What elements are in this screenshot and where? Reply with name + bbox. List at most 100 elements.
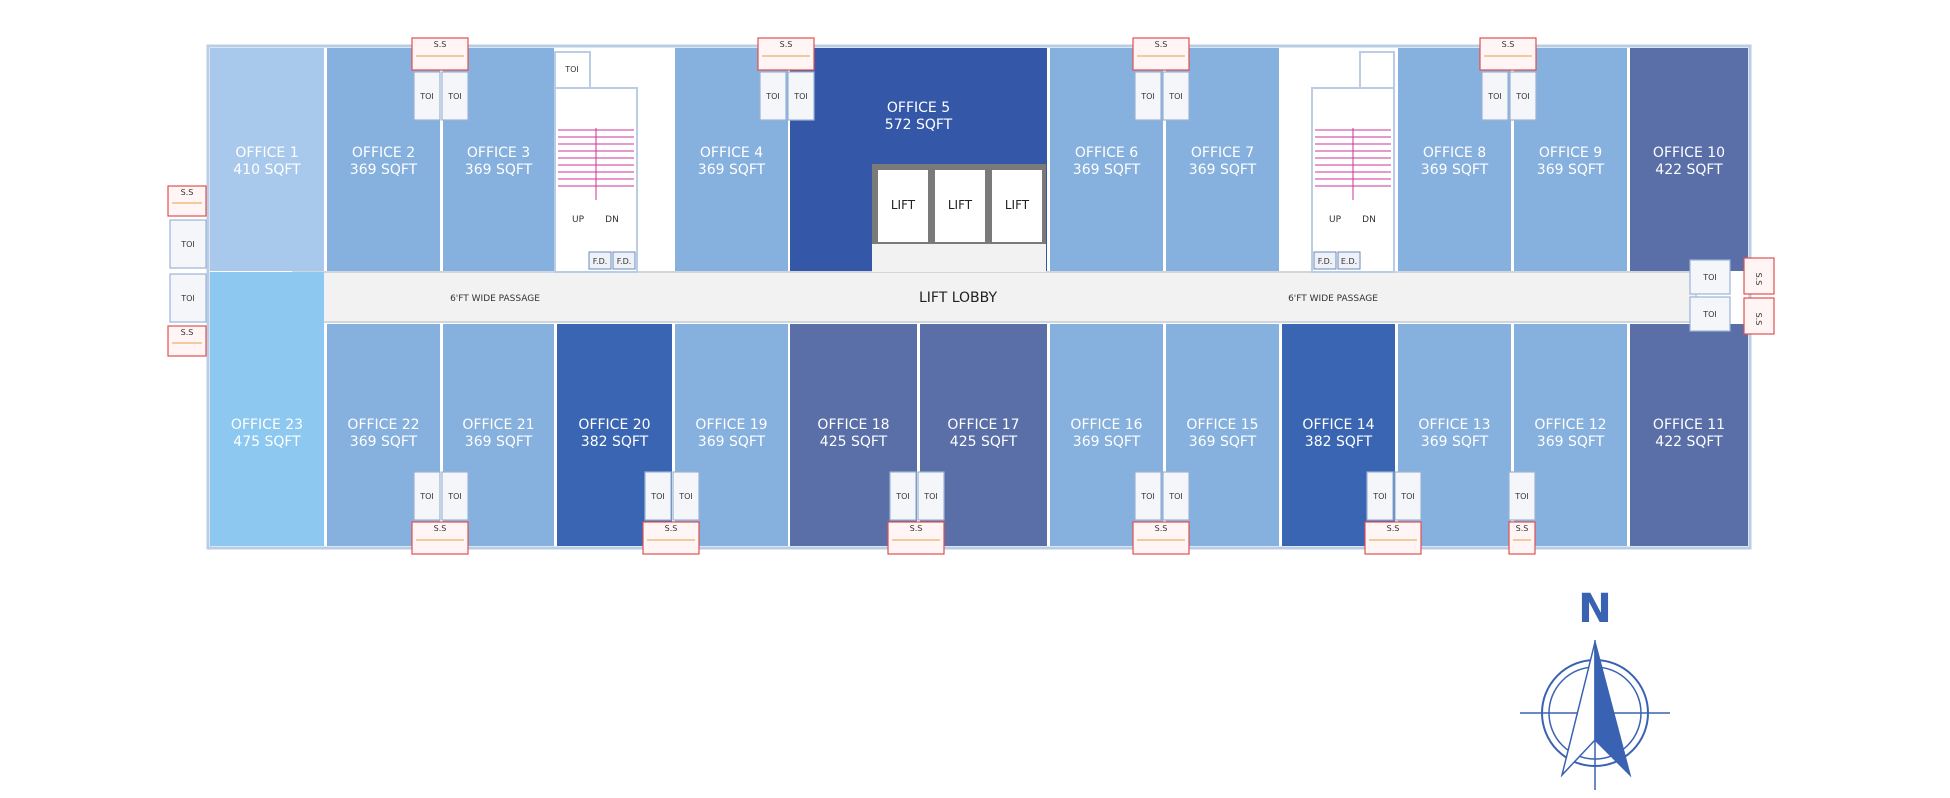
toilet: TOI: [1508, 471, 1536, 521]
shaft-box: [1743, 297, 1775, 335]
fire-duct-right-2: [1337, 251, 1361, 270]
toilet: TOI: [1134, 471, 1162, 521]
office-15-name: OFFICE 15: [1186, 417, 1258, 433]
toilet-label: TOI: [180, 294, 195, 303]
office-9-area-label: 369 SQFT: [1537, 162, 1605, 178]
shaft-box: [411, 521, 469, 555]
office-19-name: OFFICE 19: [695, 417, 767, 433]
shaft-box: [757, 37, 815, 71]
toilet-box: [1162, 471, 1190, 521]
shaft-label: S.S: [434, 40, 447, 49]
office-23-area[interactable]: [210, 272, 324, 546]
toilet: TOI: [441, 71, 469, 121]
toilet-label: TOI: [1168, 92, 1183, 101]
office-22-name: OFFICE 22: [347, 417, 419, 433]
shaft: S.S: [1508, 521, 1536, 555]
toilet-label: TOI: [1487, 92, 1502, 101]
lift-3[interactable]: [992, 170, 1042, 242]
toilet: TOI: [787, 71, 815, 121]
toilet: TOI: [672, 471, 700, 521]
office-16-area-label: 369 SQFT: [1073, 434, 1141, 450]
office-12-area-label: 369 SQFT: [1537, 434, 1605, 450]
staircase-right: UP DN F.D. E.D.: [1311, 51, 1395, 273]
office-5-name: OFFICE 5: [887, 100, 950, 116]
stair-left-top: [554, 51, 591, 89]
office-4-area-label: 369 SQFT: [698, 162, 766, 178]
shaft-box: [1132, 37, 1190, 71]
stair-left-down: DN: [605, 215, 619, 225]
toilet-box: [413, 471, 441, 521]
toilet: TOI: [1509, 71, 1537, 121]
office-21-name: OFFICE 21: [462, 417, 534, 433]
office-7-area-label: 369 SQFT: [1189, 162, 1257, 178]
toilet-box: [917, 471, 945, 521]
lift-1[interactable]: [878, 170, 928, 242]
shaft-box: [1132, 521, 1190, 555]
office-11-name: OFFICE 11: [1653, 417, 1725, 433]
lift-3-label: LIFT: [1005, 198, 1030, 212]
building-outline: [206, 44, 1752, 550]
shaft-box: [1364, 521, 1422, 555]
toilet-box: [1394, 471, 1422, 521]
toilet-label: TOI: [1702, 310, 1717, 319]
office-14-area-label: 382 SQFT: [1305, 434, 1373, 450]
toilet-label: TOI: [1515, 92, 1530, 101]
shaft: S.S: [1132, 37, 1190, 71]
office-12-name: OFFICE 12: [1534, 417, 1606, 433]
office-9-name: OFFICE 9: [1539, 145, 1602, 161]
office-18-area-label: 425 SQFT: [820, 434, 888, 450]
toilet-box: [1134, 471, 1162, 521]
toilet: TOI: [1689, 259, 1731, 295]
office-1-area[interactable]: [210, 48, 324, 271]
toilet: TOI: [644, 471, 672, 521]
toilet-box: [889, 471, 917, 521]
toilet: TOI: [413, 71, 441, 121]
toilet-box: [1689, 296, 1731, 332]
shaft-label: S.S: [434, 524, 447, 533]
stair-left-up: UP: [572, 215, 585, 225]
toilet-box: [413, 71, 441, 121]
shaft: S.S: [167, 185, 207, 217]
shaft-label: S.S: [1516, 524, 1529, 533]
toilet-box: [1134, 71, 1162, 121]
lift-2[interactable]: [935, 170, 985, 242]
toilet-box: [1509, 71, 1537, 121]
fire-duct-right-1-label: F.D.: [1318, 257, 1333, 266]
fire-duct-right-1: [1313, 251, 1337, 270]
stair-left-toilet-label: TOI: [564, 65, 579, 74]
office-23-area-label: 475 SQFT: [233, 434, 301, 450]
toilet-box: [1366, 471, 1394, 521]
toilet-label: TOI: [180, 240, 195, 249]
passage-label-right: 6'FT WIDE PASSAGE: [1288, 294, 1378, 304]
office-10-area[interactable]: [1630, 48, 1748, 271]
toilet-label: TOI: [1514, 492, 1529, 501]
toilet-box: [169, 219, 207, 269]
toilet: TOI: [1162, 471, 1190, 521]
lift-lobby-apron: [872, 244, 1046, 272]
stair-left-steps: [558, 128, 634, 200]
office-11-area[interactable]: [1630, 324, 1748, 546]
toilet-label: TOI: [765, 92, 780, 101]
shaft-box: [167, 185, 207, 217]
office-16-name: OFFICE 16: [1070, 417, 1142, 433]
shaft-label: S.S: [1155, 524, 1168, 533]
shaft-box: [411, 37, 469, 71]
shaft: S.S: [1132, 521, 1190, 555]
shaft: S.S: [1364, 521, 1422, 555]
shaft: S.S: [167, 325, 207, 357]
shaft-box: [167, 325, 207, 357]
stair-right-down: DN: [1362, 215, 1376, 225]
toilet: TOI: [1481, 71, 1509, 121]
shaft: S.S: [411, 37, 469, 71]
toilet: TOI: [1394, 471, 1422, 521]
office-13-name: OFFICE 13: [1418, 417, 1490, 433]
